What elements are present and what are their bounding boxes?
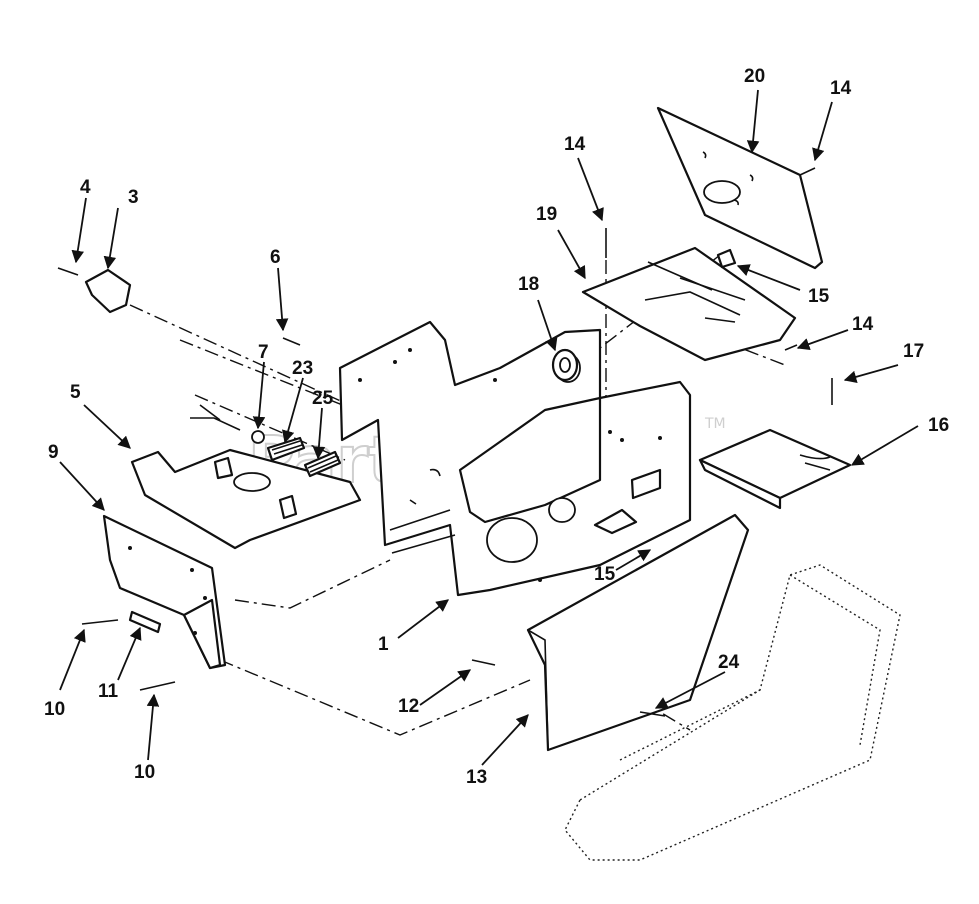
part-3-bracket — [84, 268, 132, 314]
callout-1: 1 — [378, 634, 389, 655]
fasteners — [57, 167, 833, 717]
callout-17: 17 — [903, 341, 924, 362]
callout-4: 4 — [80, 177, 91, 198]
callout-7: 7 — [258, 342, 269, 363]
callout-11: 11 — [98, 681, 119, 702]
part-7-nut — [251, 430, 265, 444]
callout-10-a: 10 — [44, 699, 65, 720]
part-16-bracket-plate — [698, 428, 852, 510]
part-14-screw-b — [799, 167, 816, 176]
callout-labels: 1 3 4 5 6 7 9 10 10 11 12 13 14 14 14 15… — [44, 66, 949, 788]
callout-15-b: 15 — [594, 564, 616, 585]
part-1-main-frame — [338, 320, 692, 597]
part-4-screw — [57, 267, 79, 276]
callout-23: 23 — [292, 358, 313, 379]
part-13-side-panel — [526, 513, 750, 752]
part-20-cover-plate — [656, 106, 824, 270]
callout-14-a: 14 — [564, 134, 586, 155]
part-9-front-plate — [102, 514, 227, 670]
callout-14-b: 14 — [830, 78, 852, 99]
callout-12: 12 — [398, 696, 419, 717]
callout-20: 20 — [744, 66, 765, 87]
part-5-base-plate — [130, 404, 362, 550]
part-6-screw — [282, 337, 301, 346]
part-24-screw — [639, 711, 666, 717]
callout-13: 13 — [466, 767, 487, 788]
callout-24: 24 — [718, 652, 740, 673]
callout-19: 19 — [536, 204, 557, 225]
callout-6: 6 — [270, 247, 281, 268]
part-10-bolt-a — [81, 619, 119, 625]
callout-9: 9 — [48, 442, 59, 463]
callout-14-c: 14 — [852, 314, 874, 335]
callout-5: 5 — [70, 382, 81, 403]
part-12-bolt — [471, 659, 496, 666]
part-11-pin — [128, 610, 162, 634]
callout-arrows — [59, 89, 919, 766]
callout-15-a: 15 — [808, 286, 830, 307]
phantom-seat-outline — [564, 564, 901, 861]
part-10-bolt-b — [139, 681, 176, 691]
callout-3: 3 — [128, 187, 139, 208]
callout-10-b: 10 — [134, 762, 155, 783]
svg-text:TM: TM — [704, 416, 726, 432]
callout-25: 25 — [312, 388, 334, 409]
callout-16: 16 — [928, 415, 949, 436]
part-19-floor-plate — [581, 246, 797, 362]
part-18-grommet — [551, 348, 579, 382]
callout-18: 18 — [518, 274, 539, 295]
part-14-screw-c — [784, 344, 798, 351]
